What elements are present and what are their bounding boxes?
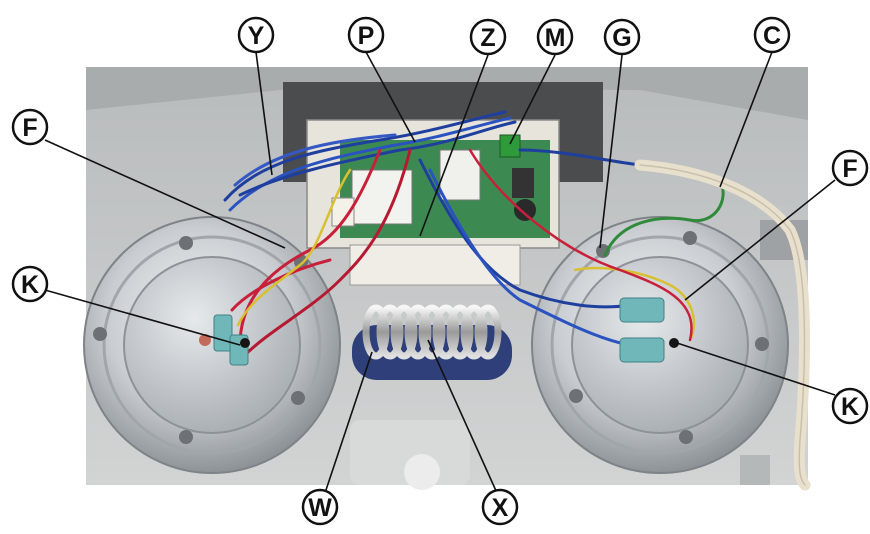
callout-circle — [603, 18, 641, 56]
coil-ring — [460, 304, 488, 360]
callout-circle — [11, 265, 49, 303]
callout-m-3: M — [536, 18, 574, 56]
callout-letter: C — [763, 22, 781, 50]
callout-k-8: K — [11, 265, 49, 303]
callout-c-5: C — [753, 16, 791, 54]
lower-cap — [404, 454, 440, 490]
wiring-harness — [223, 110, 811, 491]
callout-letter: X — [492, 494, 509, 522]
board-mount-bracket — [349, 244, 521, 286]
callout-letter: M — [545, 24, 566, 52]
coil-rings — [362, 304, 502, 360]
housing-top-edge — [86, 67, 808, 120]
right-thermostat-connectors — [619, 297, 679, 363]
callout-letter: Z — [480, 24, 495, 52]
lower-panel — [350, 420, 470, 485]
callout-letter: K — [21, 271, 39, 299]
callout-x-11: X — [481, 488, 519, 526]
corner-block — [740, 455, 770, 485]
coil-ring — [390, 304, 418, 360]
coil-ring — [376, 304, 404, 360]
coil-ring — [432, 304, 460, 360]
callout-circle — [753, 16, 791, 54]
callout-circle — [469, 18, 507, 56]
callout-letter: G — [612, 24, 631, 52]
coil-ring — [404, 304, 432, 360]
callout-letter: F — [22, 114, 37, 142]
callout-letter: W — [308, 494, 332, 522]
callout-circle — [347, 16, 385, 54]
callout-letter: Y — [248, 22, 265, 50]
coil-ring — [446, 304, 474, 360]
callout-k-9: K — [831, 387, 869, 425]
callout-labels: Y P Z M G C F F K K W X — [11, 16, 869, 526]
callout-z-2: Z — [469, 18, 507, 56]
callout-g-4: G — [603, 18, 641, 56]
callout-f-7: F — [831, 149, 869, 187]
callout-letter: K — [841, 393, 859, 421]
callout-circle — [536, 18, 574, 56]
callout-circle — [237, 16, 275, 54]
callout-circle — [831, 387, 869, 425]
coil-ring — [362, 304, 390, 360]
callout-circle — [301, 488, 339, 526]
heating-coil-element — [352, 304, 512, 380]
coil-ring — [474, 304, 502, 360]
callout-circle — [11, 108, 49, 146]
callout-letter: F — [842, 155, 857, 183]
callout-w-10: W — [301, 488, 339, 526]
left-thermostat-connectors — [213, 314, 250, 366]
callout-circle — [481, 488, 519, 526]
coil-ring — [418, 304, 446, 360]
callout-f-6: F — [11, 108, 49, 146]
callout-p-1: P — [347, 16, 385, 54]
callout-y-0: Y — [237, 16, 275, 54]
callout-letter: P — [358, 22, 375, 50]
terminal-block — [499, 134, 521, 158]
callout-circle — [831, 149, 869, 187]
leader-lines — [44, 51, 836, 494]
